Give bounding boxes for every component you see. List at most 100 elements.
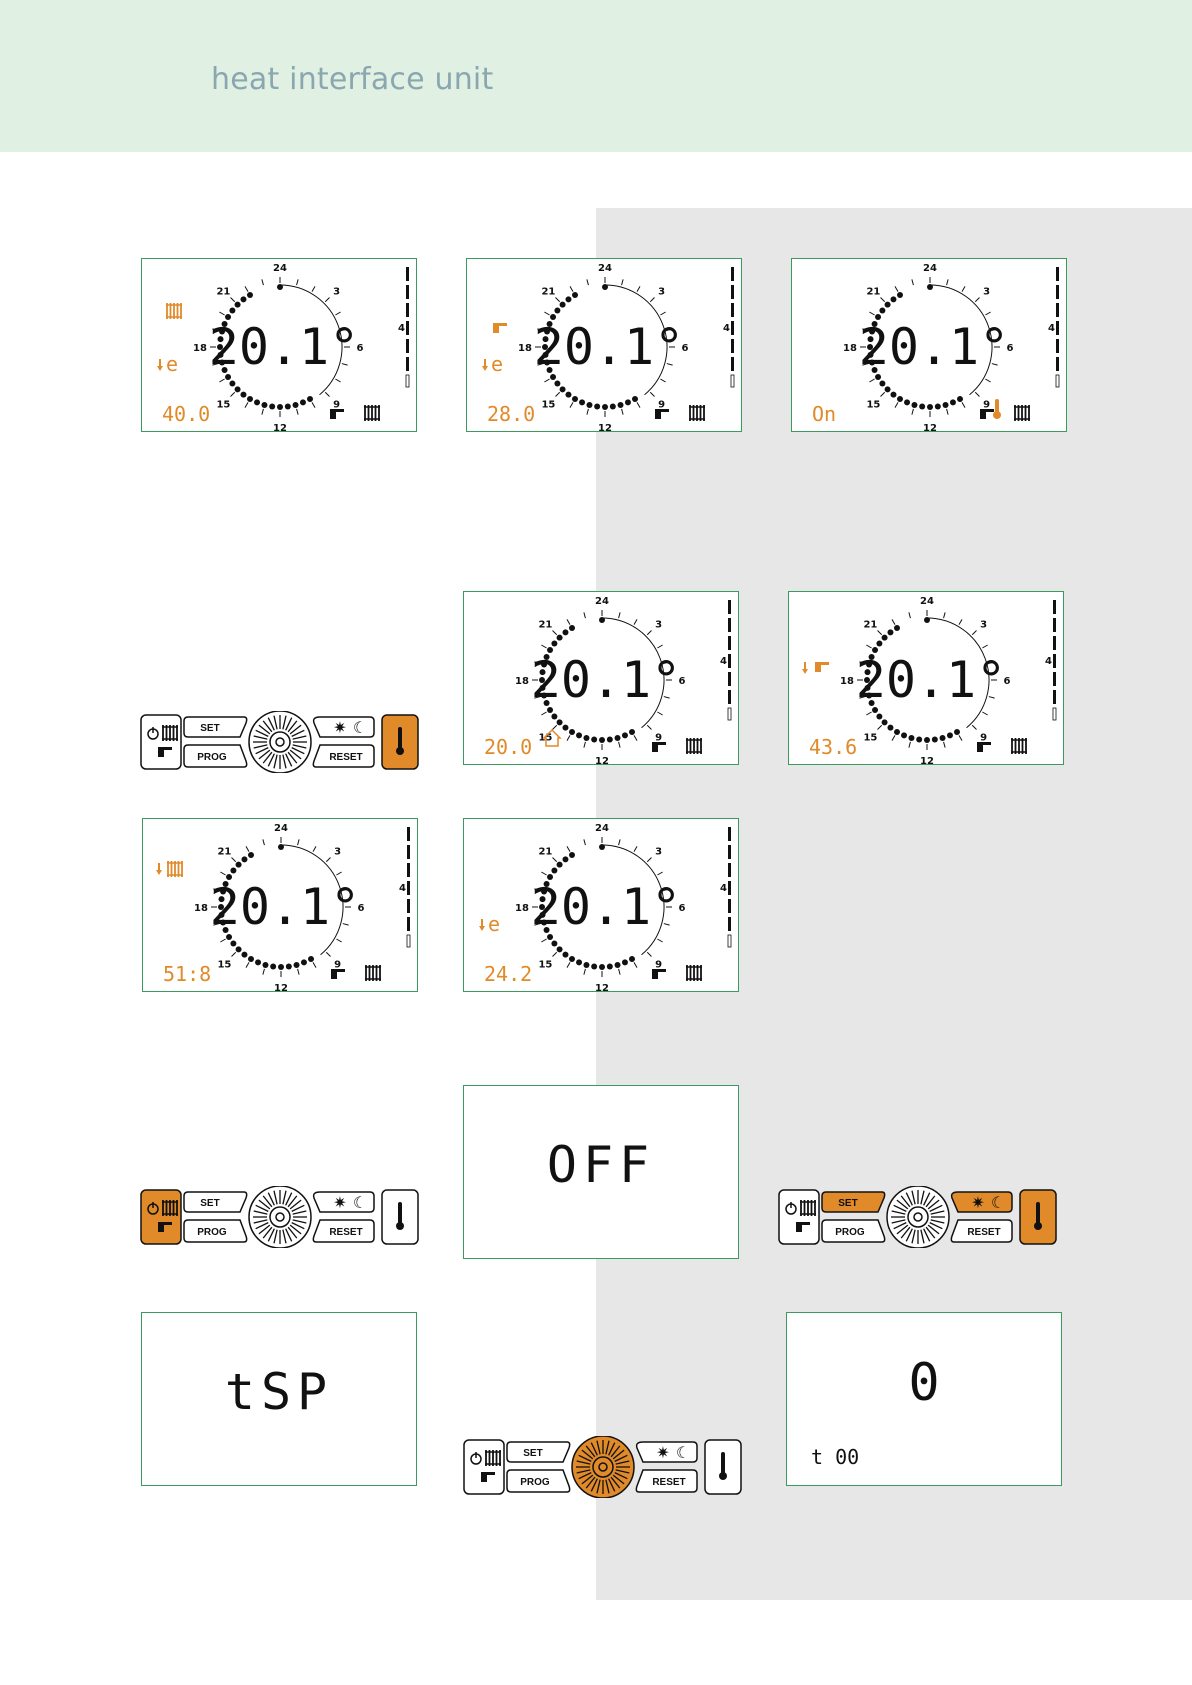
clock-label: 6: [1004, 676, 1011, 687]
moon-icon: ☾: [353, 718, 367, 737]
thermometer-button[interactable]: [381, 714, 419, 770]
sun-icon: ✷: [656, 1443, 669, 1462]
selector-dial[interactable]: [886, 1186, 950, 1248]
clock-label: 9: [333, 400, 340, 411]
clock-label: 15: [866, 400, 880, 411]
reset-button[interactable]: RESET: [950, 1219, 1013, 1243]
down-arrow-icon: [157, 359, 163, 371]
clock-label: 12: [598, 423, 612, 432]
bar-label: 4: [723, 323, 730, 334]
day-night-button[interactable]: ✷☾: [312, 1191, 375, 1213]
clock-label: 21: [217, 846, 231, 857]
lcd-display-zero: 0 t 00: [786, 1312, 1062, 1486]
down-arrow-icon: [156, 863, 162, 875]
selector-dial[interactable]: [248, 1186, 312, 1248]
radiator-icon: [686, 738, 702, 754]
radiator-icon: [686, 965, 702, 981]
clock-label: 12: [273, 423, 287, 432]
radiator-icon: [166, 303, 182, 319]
prog-button[interactable]: PROG: [183, 744, 248, 768]
reset-label: RESET: [652, 1477, 685, 1488]
prog-label: PROG: [520, 1477, 550, 1488]
set-button[interactable]: SET: [821, 1191, 886, 1213]
lcd-value: 43.6: [809, 735, 857, 759]
clock-label: 24: [595, 823, 609, 834]
radiator-icon: [1011, 738, 1027, 754]
clock-label: 12: [595, 983, 609, 992]
off-text: OFF: [546, 1136, 656, 1194]
thermometer-button[interactable]: [704, 1439, 742, 1495]
tap-icon: [481, 1472, 495, 1482]
tap-icon: [977, 742, 991, 752]
clock-label: 12: [274, 983, 288, 992]
tap-icon: [815, 662, 829, 672]
reset-label: RESET: [967, 1227, 1000, 1238]
clock-label: 9: [655, 733, 662, 744]
clock-label: 6: [682, 343, 689, 354]
clock-label: 21: [216, 286, 230, 297]
control-panel-4: SET PROG ✷☾ RESET: [463, 1436, 743, 1498]
prog-label: PROG: [197, 1227, 227, 1238]
clock-label: 3: [655, 619, 662, 630]
clock-label: 18: [840, 676, 854, 687]
day-night-button[interactable]: ✷☾: [950, 1191, 1013, 1213]
day-night-button[interactable]: ✷☾: [635, 1441, 698, 1463]
clock-label: 3: [334, 846, 341, 857]
prog-button[interactable]: PROG: [183, 1219, 248, 1243]
home-icon: [542, 728, 562, 747]
prog-button[interactable]: PROG: [821, 1219, 886, 1243]
set-button[interactable]: SET: [183, 716, 248, 738]
reset-button[interactable]: RESET: [312, 744, 375, 768]
main-temperature: 20.1°: [531, 878, 682, 936]
selector-dial[interactable]: [571, 1436, 635, 1498]
clock-label: 12: [595, 756, 609, 765]
day-night-button[interactable]: ✷☾: [312, 716, 375, 738]
sun-icon: ✷: [333, 718, 346, 737]
lcd-value: On: [812, 402, 836, 426]
reset-button[interactable]: RESET: [635, 1469, 698, 1493]
clock-label: 3: [333, 286, 340, 297]
power-button[interactable]: [463, 1439, 505, 1495]
tap-icon: [493, 323, 507, 333]
power-button[interactable]: [140, 1189, 182, 1245]
thermometer-button[interactable]: [381, 1189, 419, 1245]
lcd-value: 20.0: [484, 735, 532, 759]
set-button[interactable]: SET: [183, 1191, 248, 1213]
power-button[interactable]: [140, 714, 182, 770]
selector-dial[interactable]: [248, 711, 312, 773]
clock-label: 15: [538, 960, 552, 971]
thermometer-button[interactable]: [1019, 1189, 1057, 1245]
lcd-value: 40.0: [162, 402, 210, 426]
clock-label: 9: [655, 960, 662, 971]
prog-button[interactable]: PROG: [506, 1469, 571, 1493]
moon-icon: ☾: [991, 1193, 1005, 1212]
reset-button[interactable]: RESET: [312, 1219, 375, 1243]
clock-label: 9: [334, 960, 341, 971]
clock-label: 21: [538, 619, 552, 630]
lcd-value: 51:8: [163, 962, 211, 986]
tap-icon: [158, 747, 172, 757]
set-button[interactable]: SET: [506, 1441, 571, 1463]
clock-label: 3: [983, 286, 990, 297]
reset-label: RESET: [329, 1227, 362, 1238]
main-temperature: 20.1°: [534, 318, 685, 376]
set-label: SET: [200, 1198, 219, 1209]
lcd-value: 28.0: [487, 402, 535, 426]
main-temperature: 20.1°: [859, 318, 1010, 376]
setpoint-icon: e: [488, 912, 500, 936]
lcd-value: 24.2: [484, 962, 532, 986]
thermometer-icon: [1034, 1202, 1042, 1230]
radiator-icon: [364, 405, 380, 421]
power-button[interactable]: [778, 1189, 820, 1245]
bar-label: 4: [1048, 323, 1055, 334]
clock-label: 3: [658, 286, 665, 297]
clock-label: 18: [843, 343, 857, 354]
